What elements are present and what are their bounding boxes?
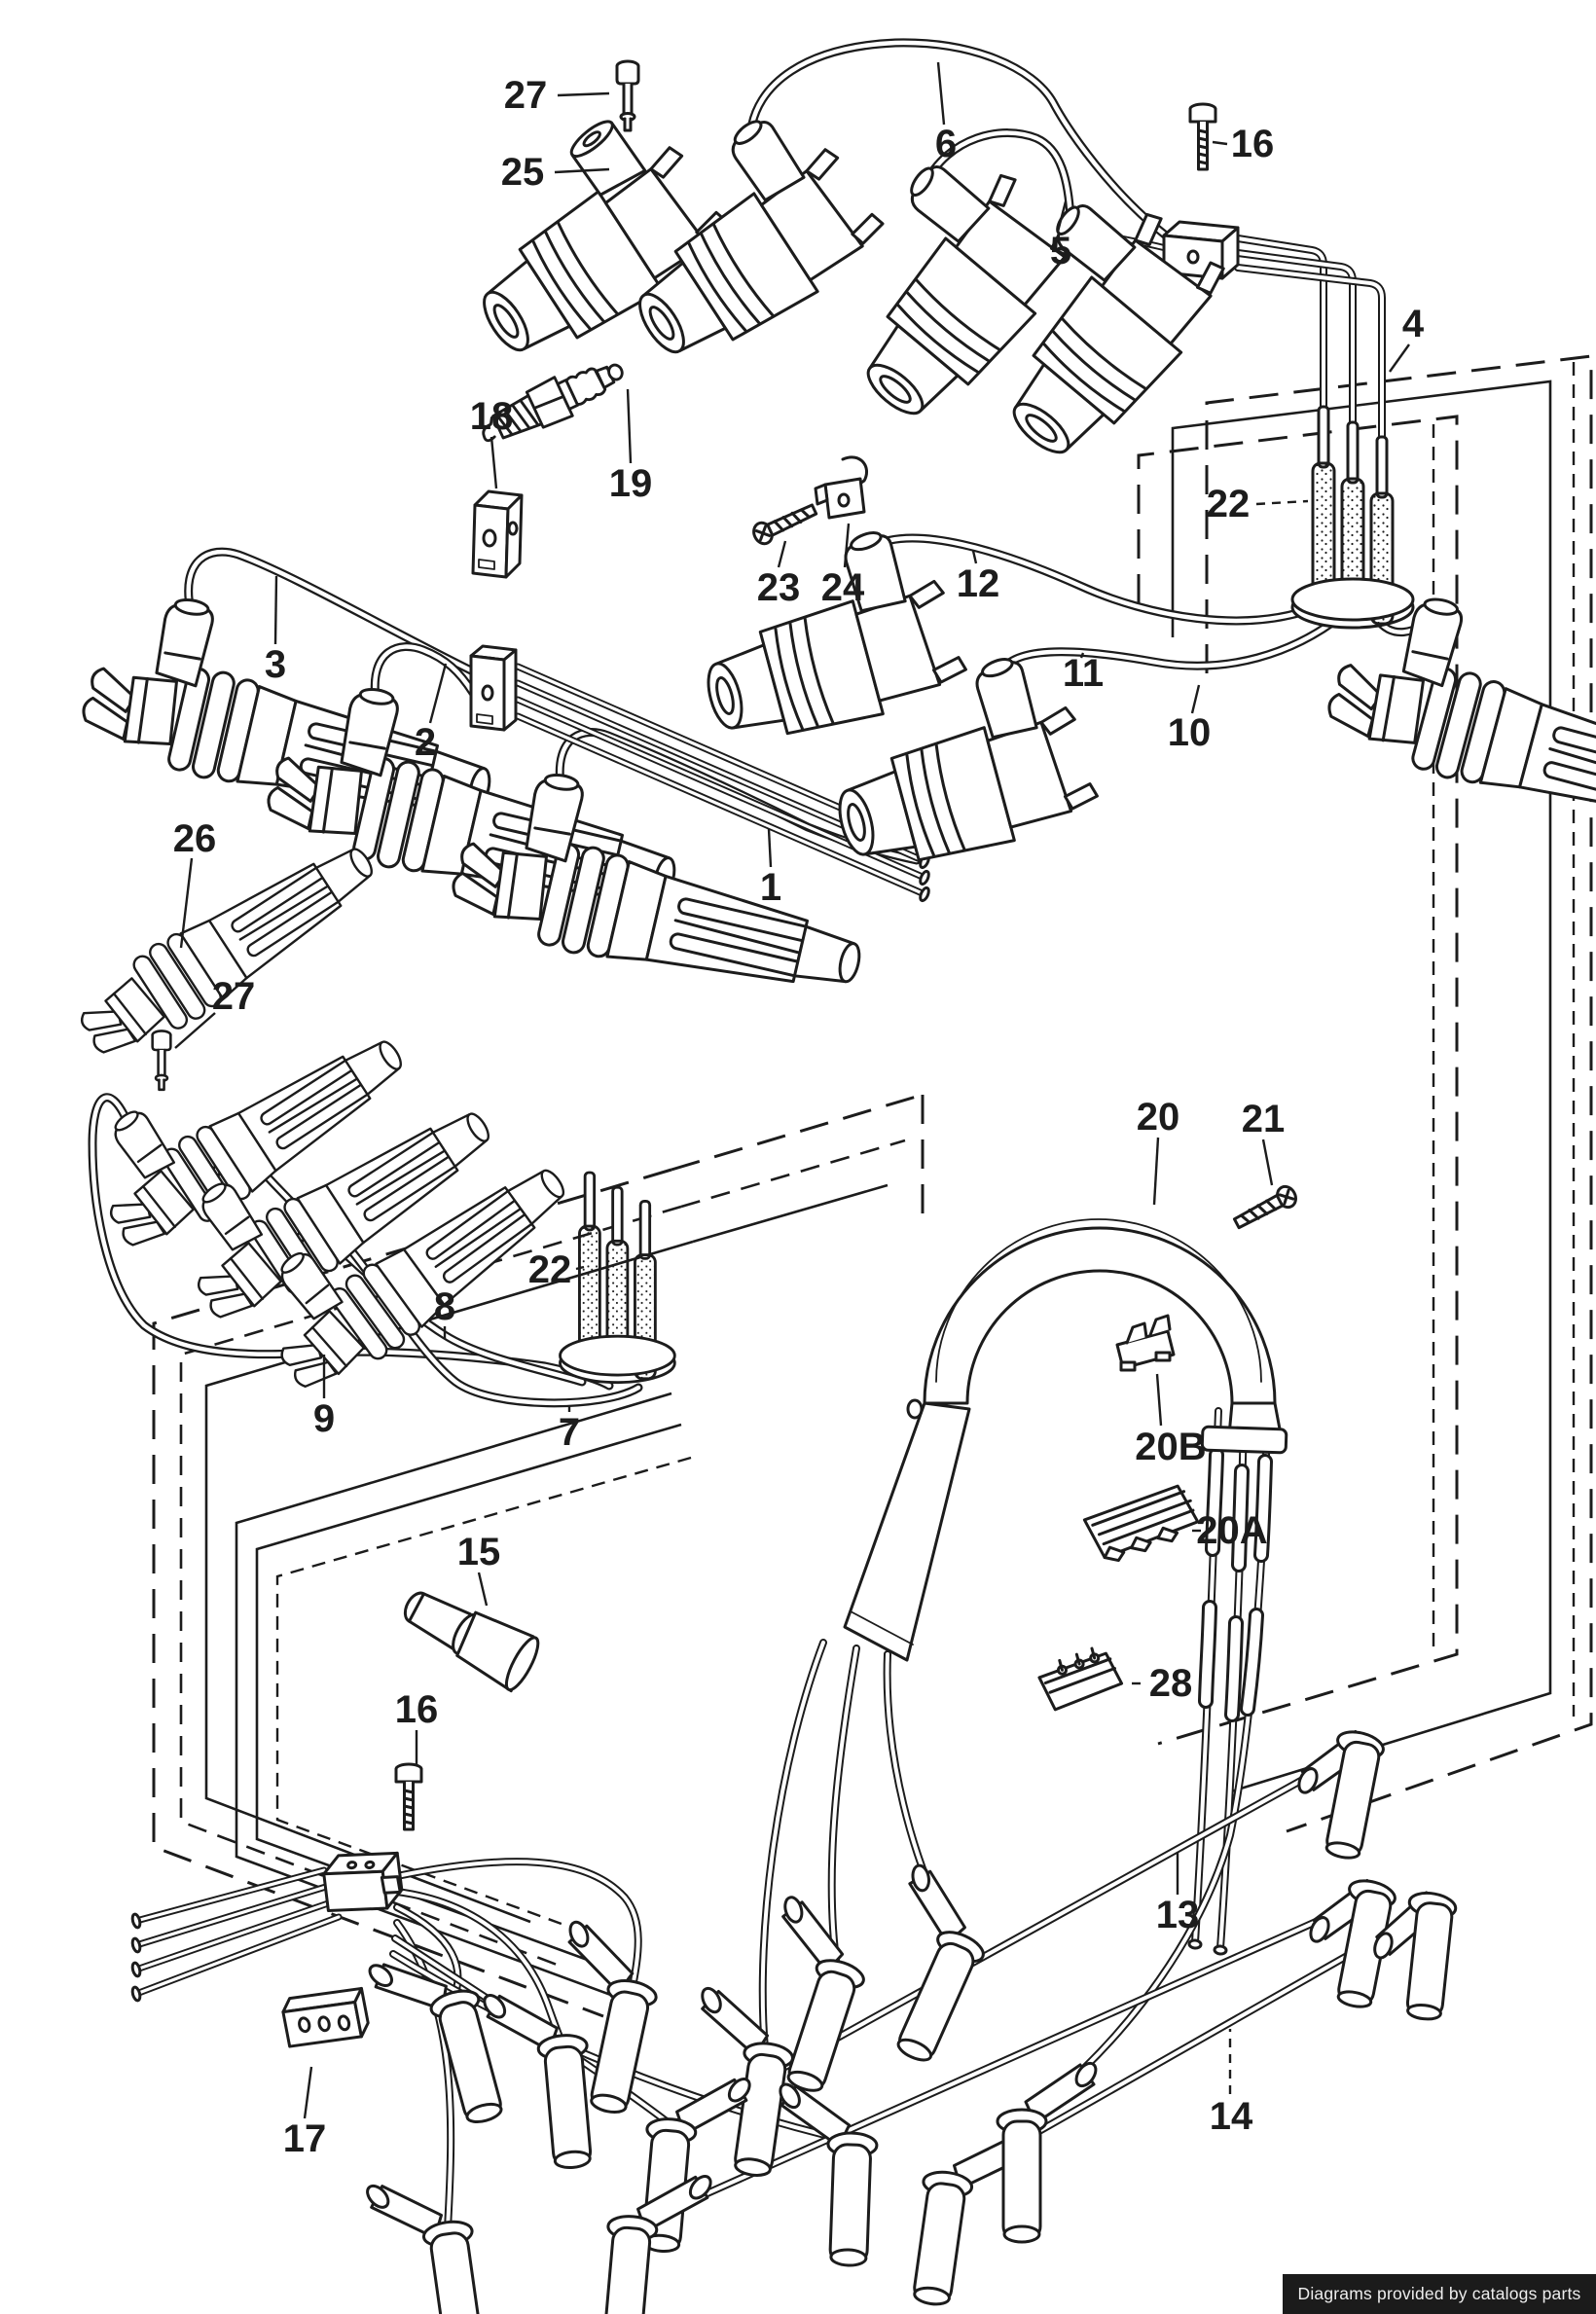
- callout-label: 20: [1137, 1096, 1180, 1139]
- callout-label: 20B: [1135, 1426, 1206, 1468]
- callout-label: 23: [757, 566, 801, 609]
- callout-label: 4: [1402, 303, 1425, 345]
- callout-label: 18: [470, 395, 514, 438]
- spare-connector-26: [65, 820, 391, 1075]
- callout-label: 22: [1207, 483, 1251, 525]
- callout-label: 16: [1231, 123, 1275, 165]
- callout-label: 28: [1149, 1662, 1193, 1705]
- callout-leader: [936, 61, 946, 126]
- elbow-boot-15: [403, 1591, 540, 1693]
- callout-label: 14: [1210, 2095, 1253, 2138]
- junction-block-1: [469, 644, 518, 732]
- callout-leader: [1261, 1139, 1274, 1186]
- watermark-text: Diagrams provided by catalogs parts: [1297, 2284, 1581, 2303]
- bolt-27-left: [151, 1030, 172, 1092]
- callout-label: 9: [313, 1397, 335, 1440]
- holder-block-18: [471, 489, 524, 579]
- callout-label: 10: [1168, 711, 1212, 754]
- callout-leader: [843, 523, 851, 568]
- watermark: Diagrams provided by catalogs parts: [1283, 2274, 1596, 2314]
- cable-clip-20b: [1115, 1314, 1176, 1372]
- comb-bracket-20a: [1080, 1483, 1202, 1565]
- callout-label: 24: [821, 566, 865, 609]
- callout-leader: [777, 540, 787, 568]
- holder-block-17: [281, 1986, 370, 2048]
- screw-21: [1230, 1181, 1301, 1235]
- callout-leader: [557, 91, 610, 97]
- callout-leader: [303, 2066, 313, 2119]
- callout-leader: [1155, 1373, 1163, 1427]
- callout-leader: [490, 436, 498, 489]
- callout-label: 7: [559, 1411, 580, 1454]
- cable-guide-arch: [843, 1218, 1288, 1662]
- screw-23: [748, 498, 820, 549]
- bolt-16-bottom: [394, 1762, 423, 1831]
- callout-leader: [767, 828, 773, 868]
- clip-24: [814, 455, 869, 520]
- callout-label: 25: [501, 151, 545, 194]
- callout-leader: [971, 550, 978, 564]
- comb-bracket-28: [1035, 1645, 1125, 1713]
- spark-plug-boots: [360, 1721, 1480, 2314]
- callout-label: 15: [457, 1531, 501, 1573]
- callout-label: 3: [265, 643, 286, 686]
- callout-leader: [174, 1012, 216, 1049]
- callout-label: 21: [1242, 1098, 1286, 1140]
- callout-leader: [1152, 1137, 1160, 1206]
- callout-label: 1: [760, 866, 781, 909]
- callout-label: 11: [1063, 652, 1104, 695]
- callout-leader: [1079, 652, 1085, 659]
- callout-label: 17: [283, 2117, 327, 2160]
- callout-leader: [179, 857, 194, 949]
- connector-sleeve-bundle-left: [559, 1171, 676, 1385]
- callout-label: 27: [212, 975, 256, 1018]
- callout-label: 8: [434, 1285, 455, 1328]
- callout-label: 6: [935, 123, 957, 165]
- callout-label: 26: [173, 817, 217, 860]
- bolt-27-top: [615, 59, 640, 132]
- callout-label: 5: [1050, 230, 1071, 272]
- callout-leader: [477, 1572, 489, 1607]
- callout-label: 20A: [1196, 1509, 1267, 1552]
- ignition-cables: [88, 38, 1439, 2232]
- callout-label: 19: [609, 462, 653, 505]
- callout-leader: [1190, 684, 1201, 714]
- connector-sleeve-bundle-right: [1290, 405, 1415, 630]
- callout-leader: [273, 575, 278, 645]
- callout-leader: [1056, 200, 1068, 233]
- callout-leader: [1389, 343, 1410, 373]
- callout-leader: [554, 167, 610, 174]
- callout-label: 12: [957, 562, 1000, 605]
- callout-leader: [575, 1265, 585, 1271]
- bolt-16-top: [1188, 102, 1217, 171]
- callout-leader: [1212, 140, 1228, 146]
- junction-plate-bottom: [322, 1851, 404, 1913]
- callout-label: 2: [415, 721, 436, 764]
- callout-label: 13: [1156, 1894, 1200, 1936]
- callout-label: 16: [395, 1688, 439, 1731]
- callout-label: 22: [528, 1248, 572, 1291]
- callout-leader: [626, 388, 633, 464]
- callout-leader: [1255, 499, 1309, 506]
- callout-leader: [428, 663, 448, 724]
- cable-end-caps: [130, 836, 1228, 2003]
- boot-connector-cable12: [694, 525, 973, 758]
- callout-label: 27: [504, 74, 548, 117]
